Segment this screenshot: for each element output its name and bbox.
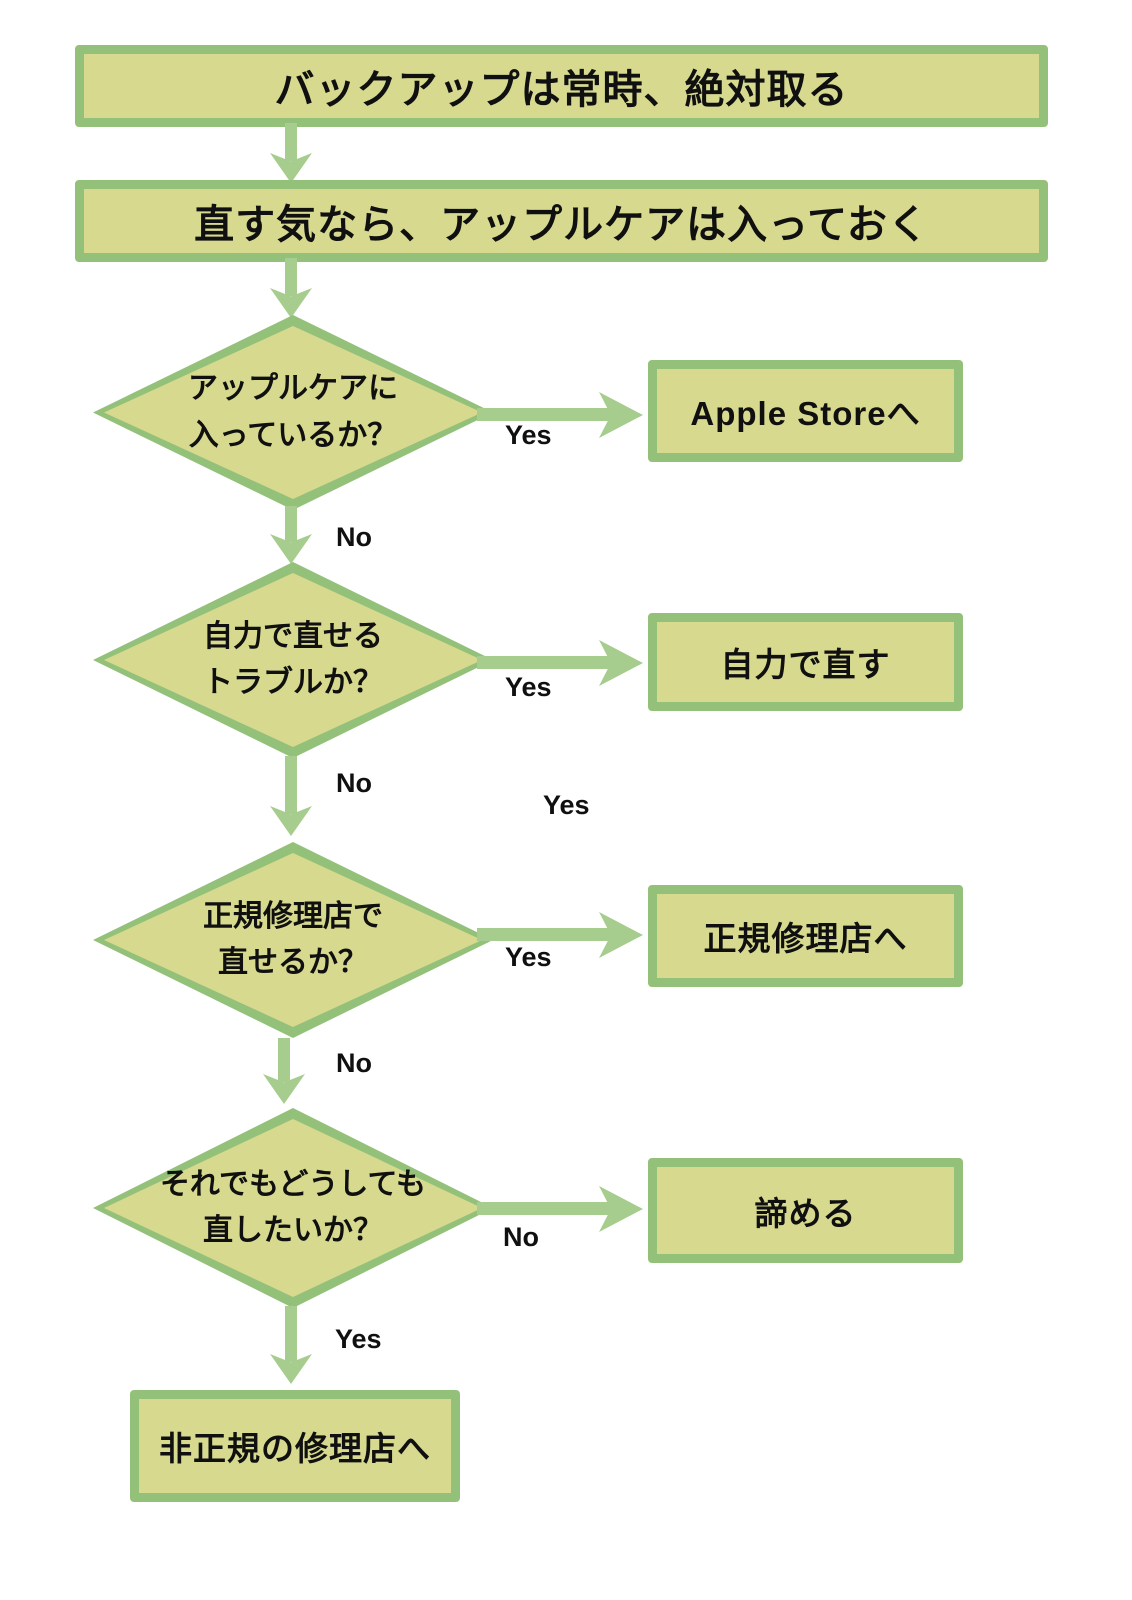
arrow-right-icon: [477, 912, 643, 958]
arrow-right-icon: [477, 1186, 643, 1232]
arrow-shaft: [477, 656, 611, 669]
arrow-down-icon: [270, 123, 312, 183]
decision-question: 正規修理店で 直せるか？: [203, 899, 383, 980]
branch-label-yes: Yes: [505, 942, 552, 972]
flow-box-applecare-advice: 直す気なら、アップルケアは入っておく: [75, 180, 1048, 262]
result-box-authorized-shop: 正規修理店へ: [648, 885, 963, 987]
branch-label-yes: Yes: [505, 420, 552, 450]
decision-still-want-fix: それでもどうしても 直したいか？: [93, 1108, 493, 1308]
decision-authorized-shop: 正規修理店で 直せるか？: [93, 842, 493, 1038]
arrow-right-icon: [477, 392, 643, 438]
arrow-shaft: [477, 408, 611, 421]
branch-label-no: No: [336, 1048, 372, 1078]
decision-question: それでもどうしても 直したいか？: [159, 1167, 427, 1248]
arrow-shaft: [477, 1202, 611, 1215]
arrow-down-icon: [270, 756, 312, 836]
branch-label-no: No: [336, 522, 372, 552]
arrow-shaft: [285, 506, 297, 542]
flow-box-backup: バックアップは常時、絶対取る: [75, 45, 1048, 127]
decision-question: 自力で直せる トラブルか？: [203, 619, 383, 700]
branch-label-yes: Yes: [335, 1324, 382, 1354]
branch-label-no: No: [503, 1222, 539, 1252]
arrow-down-icon: [270, 506, 312, 564]
result-box-apple-store: Apple Storeへ: [648, 360, 963, 462]
branch-label-yes: Yes: [505, 672, 552, 702]
branch-label-no: No: [336, 768, 372, 798]
arrow-shaft: [285, 123, 297, 161]
arrow-down-icon: [270, 1306, 312, 1384]
arrow-shaft: [278, 1038, 290, 1082]
arrow-down-icon: [270, 258, 312, 318]
decision-applecare: アップルケアに 入っているか？: [93, 315, 493, 510]
stray-yes-label: Yes: [543, 790, 590, 820]
arrow-shaft: [285, 756, 297, 814]
arrow-down-icon: [263, 1038, 305, 1104]
arrow-right-icon: [477, 640, 643, 686]
arrow-shaft: [477, 928, 611, 941]
result-box-self-fix: 自力で直す: [648, 613, 963, 711]
arrow-shaft: [285, 1306, 297, 1362]
result-box-give-up: 諦める: [648, 1158, 963, 1263]
result-box-unauthorized-shop: 非正規の修理店へ: [130, 1390, 460, 1502]
decision-self-repair: 自力で直せる トラブルか？: [93, 562, 493, 758]
arrow-shaft: [285, 258, 297, 296]
decision-question: アップルケアに 入っているか？: [188, 372, 398, 452]
